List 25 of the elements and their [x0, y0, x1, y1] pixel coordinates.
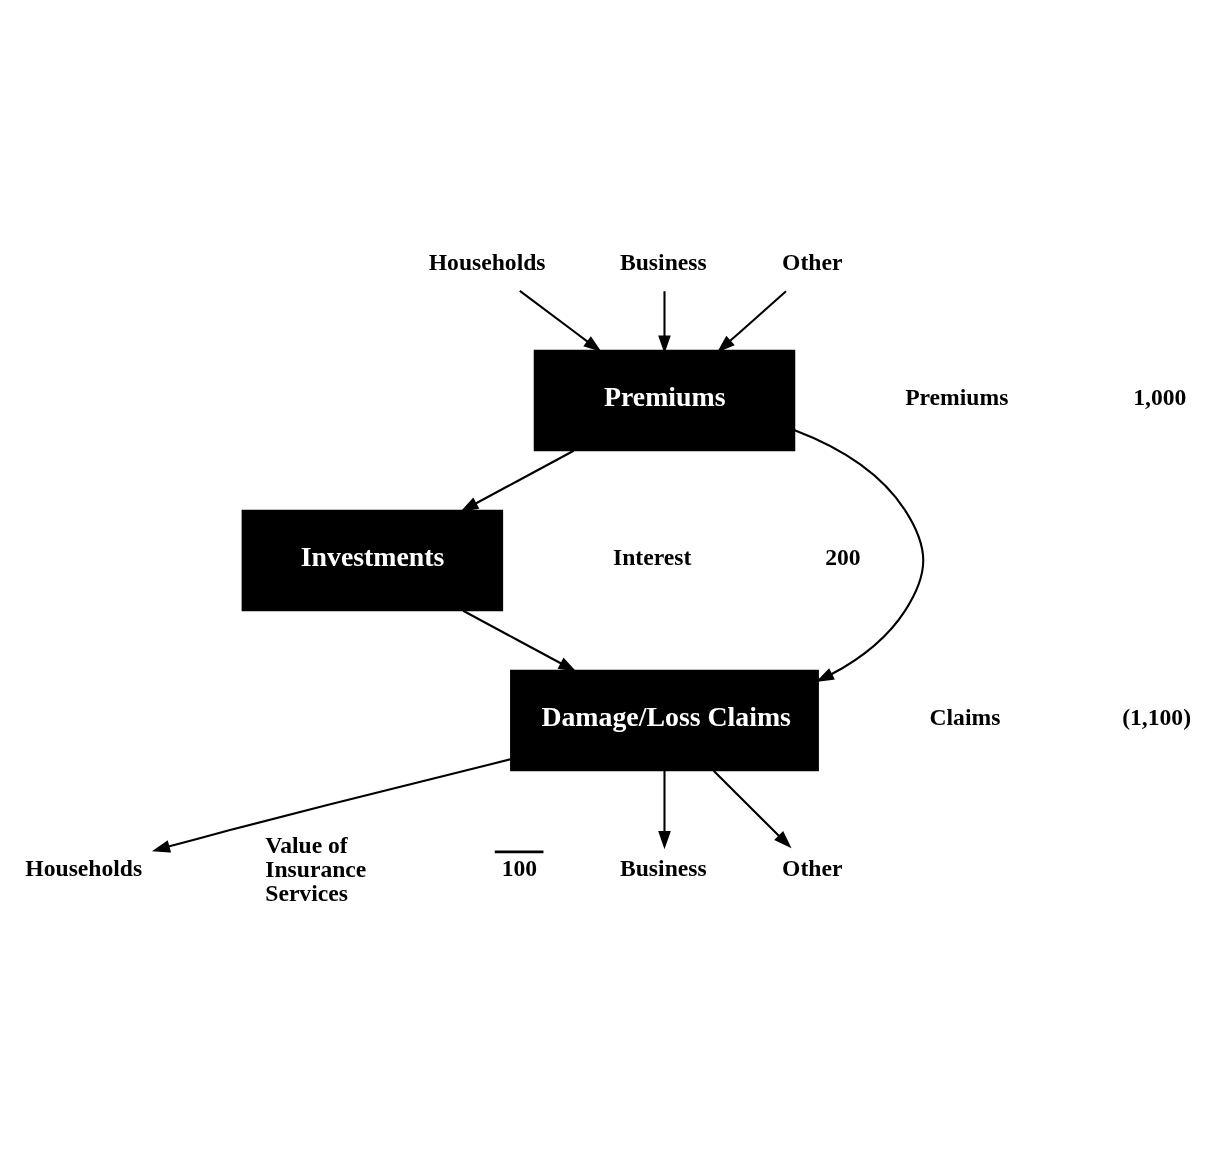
arrow	[717, 289, 787, 353]
arrow	[460, 449, 575, 512]
arrow	[712, 769, 792, 848]
node-text: Households	[428, 248, 546, 275]
label: 200	[825, 543, 861, 570]
label: Claims	[929, 703, 1001, 730]
label: Interest	[613, 543, 692, 570]
node-box: Investments	[241, 509, 504, 611]
node-text: Other	[782, 854, 843, 881]
label: Premiums	[905, 383, 1009, 410]
node-box: Premiums	[533, 349, 796, 451]
label: (1,100)	[1122, 703, 1192, 730]
node-text: Business	[619, 248, 707, 275]
arrow	[151, 757, 511, 852]
label: 100	[501, 854, 538, 881]
node-text: Business	[619, 854, 707, 881]
arrow	[658, 770, 671, 849]
node-box: Damage/Loss Claims	[510, 669, 819, 771]
node-text: Other	[782, 248, 843, 275]
label: 1,000	[1133, 383, 1187, 410]
arrow	[519, 289, 602, 352]
label: Value of Insurance Services	[265, 831, 367, 906]
node-text: Households	[25, 854, 143, 881]
arrow	[462, 609, 577, 672]
arrow	[794, 428, 925, 682]
